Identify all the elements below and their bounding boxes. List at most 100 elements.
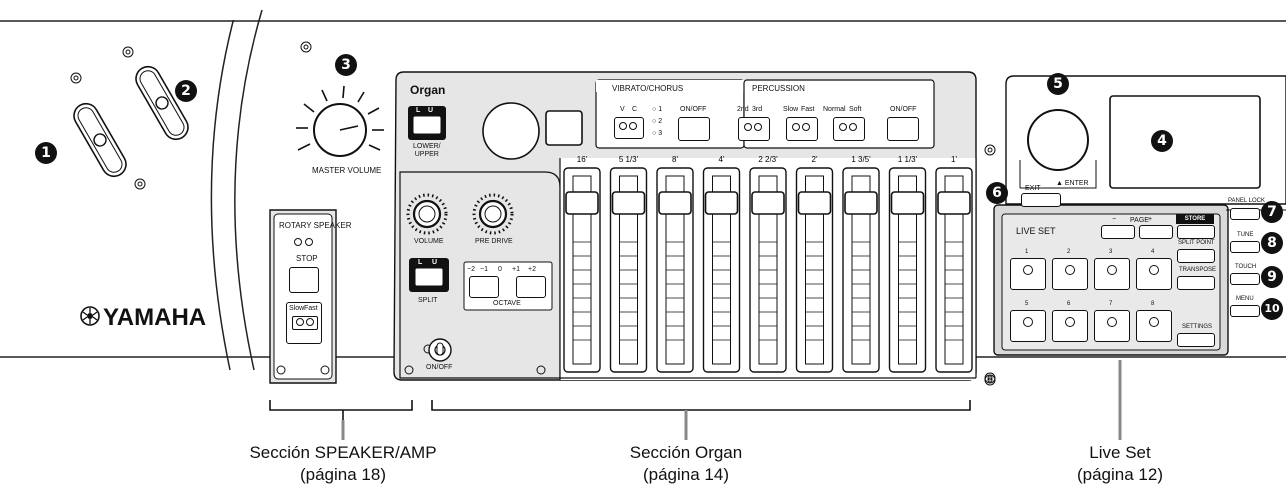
slow-fast-indicator xyxy=(292,316,318,330)
live-set-number-label: 4 xyxy=(1151,249,1155,255)
drawbar-footage-label: 1 1/3' xyxy=(898,155,918,164)
perc-slow-label: Slow xyxy=(783,106,799,113)
drawbar-footage-label: 2' xyxy=(812,155,818,164)
stop-label: STOP xyxy=(296,254,318,263)
page-down-button[interactable] xyxy=(1101,225,1135,239)
split-point-button[interactable] xyxy=(1177,249,1215,263)
settings-button[interactable] xyxy=(1177,333,1215,347)
drawbar-1[interactable]: 16' xyxy=(563,155,601,373)
callout-8: 8 xyxy=(1261,232,1283,254)
octave-down-button[interactable] xyxy=(469,276,499,298)
master-volume-knob xyxy=(296,85,384,157)
pre-drive-knob-control[interactable] xyxy=(474,195,512,233)
live-set-button-8[interactable] xyxy=(1136,310,1172,342)
menu-button[interactable] xyxy=(1230,305,1260,317)
section-speaker-amp-title: Sección SPEAKER/AMP xyxy=(249,443,437,462)
section-speaker-amp-page: (página 18) xyxy=(299,465,386,484)
octave-up-button[interactable] xyxy=(516,276,546,298)
drawbar-2[interactable]: 5 1/3' xyxy=(609,155,648,373)
split-u: U xyxy=(432,259,438,266)
live-set-led xyxy=(1065,317,1075,327)
fast-label: Fast xyxy=(304,305,318,312)
drawbar-group[interactable]: 16'5 1/3' 8' 4' 2 2/3' 2' 1 3/5' 1 1/3' 1' xyxy=(560,150,976,380)
drawbar-7[interactable]: 1 3/5' xyxy=(842,155,880,373)
callout-3: 3 xyxy=(335,54,357,76)
stop-button[interactable] xyxy=(289,267,319,293)
live-set-number-label: 6 xyxy=(1067,301,1071,307)
live-set-led xyxy=(1107,317,1117,327)
live-set-led xyxy=(1149,265,1159,275)
live-set-button-6[interactable] xyxy=(1052,310,1088,342)
octave-m2: −2 xyxy=(467,266,475,273)
drawbar-3[interactable]: 8' xyxy=(656,155,694,373)
perc-harmonic-indicator xyxy=(742,123,764,133)
perc-2nd-label: 2nd xyxy=(737,106,749,113)
modulation-wheel xyxy=(135,65,189,141)
live-set-number-label: 2 xyxy=(1067,249,1071,255)
lower-upper-l: L xyxy=(416,107,421,114)
drawbar-footage-label: 4' xyxy=(719,155,725,164)
lower-upper-button[interactable] xyxy=(413,116,441,134)
page-up-button[interactable] xyxy=(1139,225,1173,239)
live-set-button-2[interactable] xyxy=(1052,258,1088,290)
lower-upper-u: U xyxy=(428,107,434,114)
pre-drive-label: PRE DRIVE xyxy=(475,238,513,245)
perc-on-off-button[interactable] xyxy=(887,117,919,141)
section-live-set-page: (página 12) xyxy=(1076,465,1163,484)
live-set-button-7[interactable] xyxy=(1094,310,1130,342)
master-volume-label: MASTER VOLUME xyxy=(312,166,382,175)
live-set-button-5[interactable] xyxy=(1010,310,1046,342)
touch-button[interactable] xyxy=(1230,273,1260,285)
settings-label: SETTINGS xyxy=(1182,324,1213,330)
split-l: L xyxy=(418,259,423,266)
vibrato-3-label: ○ 3 xyxy=(652,130,663,137)
organ-drawbar-display xyxy=(546,111,582,145)
live-set-led xyxy=(1107,265,1117,275)
data-dial[interactable] xyxy=(1028,110,1088,170)
drawbar-8[interactable]: 1 1/3' xyxy=(888,155,927,373)
section-live-set: Live Set (página 12) xyxy=(1030,442,1210,486)
vibrato-vc-indicator xyxy=(617,122,639,132)
split-button[interactable] xyxy=(415,268,443,286)
on-off-switch xyxy=(423,338,452,362)
lcd-display xyxy=(1110,96,1260,188)
live-set-button-3[interactable] xyxy=(1094,258,1130,290)
callout-4: 4 xyxy=(1151,130,1173,152)
drawbar-5[interactable]: 2 2/3' xyxy=(749,155,787,373)
panel-lock-button[interactable] xyxy=(1230,208,1260,220)
callout-2: 2 xyxy=(175,80,197,102)
organ-on-off-switch[interactable] xyxy=(429,339,451,361)
split-label: SPLIT xyxy=(418,297,438,304)
octave-label: OCTAVE xyxy=(493,300,521,307)
yamaha-logo-icon xyxy=(80,306,100,326)
organ-data-dial[interactable] xyxy=(483,103,539,159)
enter-label: ▲ ENTER xyxy=(1056,180,1089,187)
octave-m1: −1 xyxy=(480,266,488,273)
exit-button[interactable] xyxy=(1021,193,1061,207)
vibrato-on-off-button[interactable] xyxy=(678,117,710,141)
percussion-label: PERCUSSION xyxy=(752,84,805,93)
tune-label: TUNE xyxy=(1237,232,1254,238)
live-set-button-4[interactable] xyxy=(1136,258,1172,290)
drawbar-footage-label: 2 2/3' xyxy=(758,155,778,164)
perc-3rd-label: 3rd xyxy=(752,106,763,113)
menu-label: MENU xyxy=(1236,296,1254,302)
drawbar-6[interactable]: 2' xyxy=(795,155,834,373)
callout-7: 7 xyxy=(1261,201,1283,223)
vibrato-chorus-label: VIBRATO/CHORUS xyxy=(612,84,684,93)
live-set-button-1[interactable] xyxy=(1010,258,1046,290)
store-button[interactable] xyxy=(1177,225,1215,239)
lower-upper-label: LOWER/ UPPER xyxy=(413,143,441,158)
callout-6: 6 xyxy=(986,182,1008,204)
drawbar-9[interactable]: 1' xyxy=(935,155,973,373)
callout-10: 10 xyxy=(1261,298,1283,320)
perc-on-off-label: ON/OFF xyxy=(890,106,917,113)
drawbar-4[interactable]: 4' xyxy=(702,155,741,373)
tune-button[interactable] xyxy=(1230,241,1260,253)
drawbar-footage-label: 8' xyxy=(672,155,678,164)
section-live-set-title: Live Set xyxy=(1089,443,1151,462)
section-organ: Sección Organ (página 14) xyxy=(586,442,786,486)
volume-knob-control[interactable] xyxy=(408,195,446,233)
transpose-button[interactable] xyxy=(1177,276,1215,290)
